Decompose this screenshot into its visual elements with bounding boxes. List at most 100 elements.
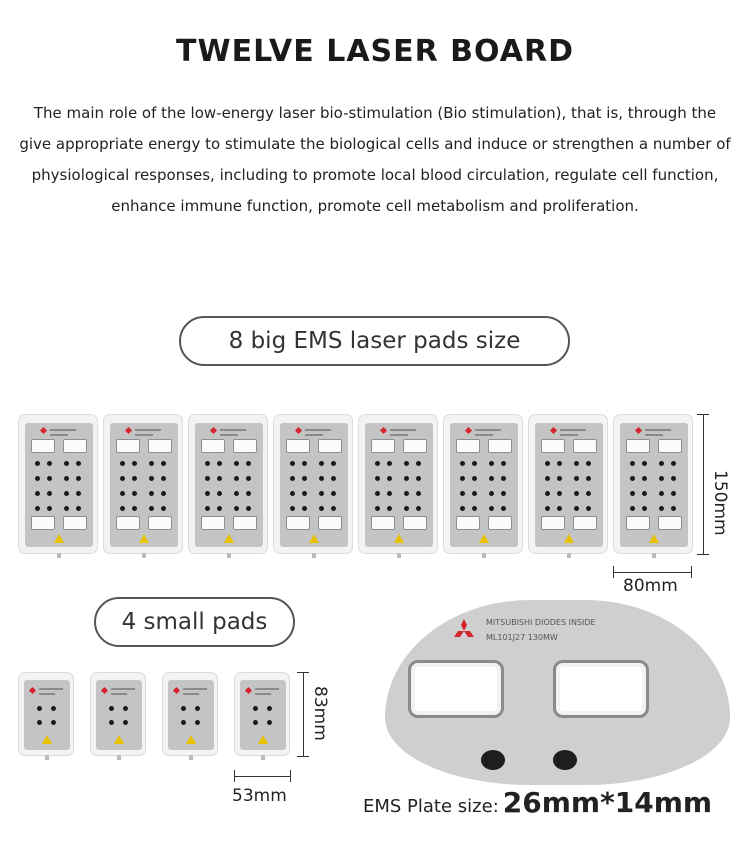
closeup-window-left: [408, 660, 504, 718]
diode-dot: [109, 720, 114, 725]
big-height-dim: 150mm: [710, 470, 730, 536]
diode-dot: [574, 476, 579, 481]
diode-dot: [387, 476, 392, 481]
diode-dot: [574, 461, 579, 466]
diode-dot: [195, 720, 200, 725]
big-laser-pad: [188, 414, 268, 558]
pad-label-line: [183, 693, 199, 695]
laser-warning-icon: [139, 534, 149, 543]
diode-dot: [545, 476, 550, 481]
diode-dot: [460, 506, 465, 511]
big-laser-pad: [18, 414, 98, 558]
pad-connector: [117, 755, 121, 760]
diode-dot: [404, 491, 409, 496]
diode-dot: [132, 461, 137, 466]
diode-dot: [404, 461, 409, 466]
pad-label-line: [183, 688, 207, 690]
pad-label-line: [475, 429, 501, 431]
diode-dot: [671, 506, 676, 511]
diode-dot: [642, 506, 647, 511]
diode-dot: [64, 491, 69, 496]
pad-label-line: [135, 429, 161, 431]
diode-dot: [246, 506, 251, 511]
small-laser-pad: [234, 672, 290, 760]
diode-dot: [246, 476, 251, 481]
pad-label-line: [255, 688, 279, 690]
diode-dot: [205, 476, 210, 481]
diode-dot: [659, 461, 664, 466]
laser-warning-icon: [114, 735, 124, 744]
small-laser-pad: [18, 672, 74, 760]
pad-window: [456, 439, 480, 453]
pad-window: [658, 516, 682, 530]
pad-label-line: [111, 688, 135, 690]
pad-window: [456, 516, 480, 530]
diode-dot: [404, 476, 409, 481]
diode-dot: [217, 491, 222, 496]
diode-dot: [149, 491, 154, 496]
diode-dot: [331, 491, 336, 496]
pad-label-line: [39, 688, 63, 690]
diode-dot: [47, 476, 52, 481]
diode-dot: [123, 720, 128, 725]
pad-connector: [45, 755, 49, 760]
diode-dot: [375, 461, 380, 466]
pad-label-line: [220, 429, 246, 431]
diode-dot: [489, 491, 494, 496]
laser-warning-icon: [224, 534, 234, 543]
closeup-model-text: ML101J27 130MW: [486, 633, 558, 642]
diode-dot: [472, 506, 477, 511]
diode-dot: [51, 720, 56, 725]
pad-label-line: [475, 434, 493, 436]
pad-window: [116, 516, 140, 530]
diode-dot: [331, 461, 336, 466]
pad-window: [318, 439, 342, 453]
diode-dot: [205, 491, 210, 496]
pad-window: [233, 516, 257, 530]
pad-connector: [189, 755, 193, 760]
diode-dot: [37, 720, 42, 725]
diode-dot: [123, 706, 128, 711]
diode-dot: [586, 461, 591, 466]
small-pads-label: 4 small pads: [94, 597, 295, 647]
diode-dot: [586, 476, 591, 481]
pad-window: [63, 439, 87, 453]
diode-dot: [290, 491, 295, 496]
diode-dot: [290, 506, 295, 511]
diode-dot: [64, 476, 69, 481]
diode-dot: [149, 476, 154, 481]
diode-dot: [545, 506, 550, 511]
diode-dot: [501, 461, 506, 466]
diode-dot: [472, 491, 477, 496]
diode-dot: [416, 461, 421, 466]
diode-dot: [331, 506, 336, 511]
pad-label-line: [390, 429, 416, 431]
diode-dot: [659, 476, 664, 481]
diode-dot: [375, 506, 380, 511]
closeup-diode-right: [553, 750, 577, 770]
diode-dot: [671, 461, 676, 466]
pad-window: [573, 516, 597, 530]
diode-dot: [642, 461, 647, 466]
diode-dot: [557, 491, 562, 496]
pad-label-line: [560, 429, 586, 431]
big-laser-pad: [528, 414, 608, 558]
pad-window: [403, 516, 427, 530]
pad-window: [31, 439, 55, 453]
diode-dot: [76, 461, 81, 466]
diode-dot: [47, 461, 52, 466]
description-text: The main role of the low-energy laser bi…: [19, 104, 731, 215]
pad-connector: [397, 553, 401, 558]
diode-dot: [246, 461, 251, 466]
closeup-window-right: [553, 660, 649, 718]
diode-dot: [302, 461, 307, 466]
pad-window: [63, 516, 87, 530]
diode-dot: [375, 491, 380, 496]
pad-window: [201, 439, 225, 453]
pad-label-line: [305, 429, 331, 431]
diode-dot: [37, 706, 42, 711]
laser-warning-icon: [258, 735, 268, 744]
pad-label-line: [111, 693, 127, 695]
diode-dot: [472, 476, 477, 481]
pad-window: [31, 516, 55, 530]
